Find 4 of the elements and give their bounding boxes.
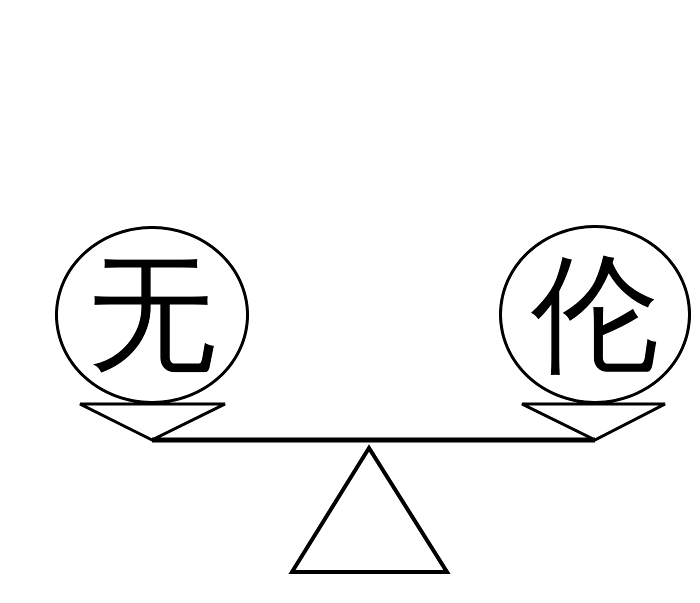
character-label: 伦	[531, 250, 659, 378]
character-label: 无	[88, 251, 216, 379]
weight-circle	[499, 225, 691, 404]
weight-circle	[55, 226, 249, 404]
